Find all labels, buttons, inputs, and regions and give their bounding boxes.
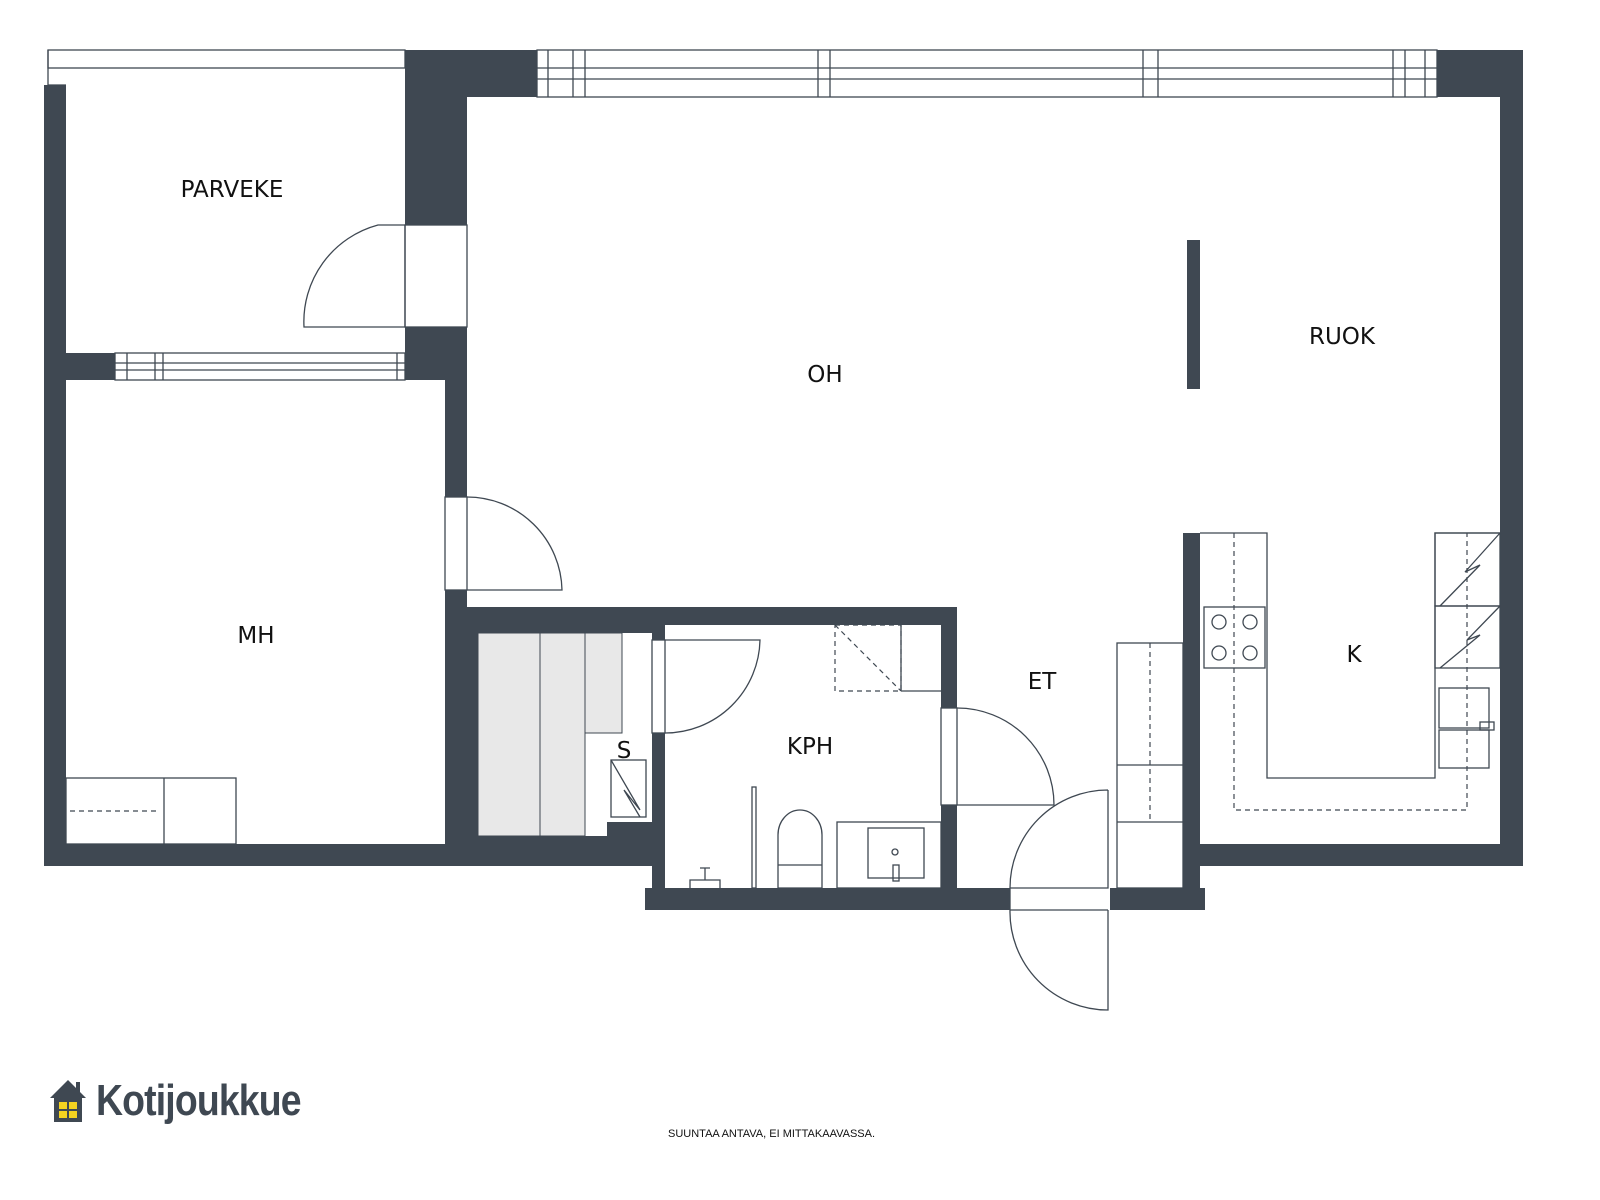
room-label-ruok: RUOK xyxy=(1309,324,1376,350)
room-label-et: ET xyxy=(1028,669,1058,695)
sauna-bench xyxy=(477,632,541,837)
house-icon xyxy=(50,1080,86,1122)
brand-logo: Kotijoukkue xyxy=(48,1076,337,1126)
kitchen-sink xyxy=(1438,687,1490,729)
room-label-mh: MH xyxy=(237,623,274,649)
brand-name: Kotijoukkue xyxy=(96,1076,302,1125)
toilet xyxy=(777,809,823,889)
walls xyxy=(44,50,1523,910)
room-label-s: S xyxy=(617,738,632,764)
room-label-kph: KPH xyxy=(787,734,833,760)
footer-note: SUUNTAA ANTAVA, EI MITTAKAAVASSA. xyxy=(668,1128,876,1140)
room-label-oh: OH xyxy=(807,362,842,388)
sauna-stove xyxy=(610,759,647,818)
fixtures xyxy=(65,532,1501,889)
sink xyxy=(867,827,925,879)
room-labels: PARVEKE OH RUOK MH S KPH ET K xyxy=(181,177,1376,764)
doors xyxy=(303,224,1109,1011)
room-label-k: K xyxy=(1346,642,1362,668)
stove xyxy=(1203,606,1266,669)
room-label-parveke: PARVEKE xyxy=(181,177,284,203)
windows xyxy=(47,49,1438,381)
